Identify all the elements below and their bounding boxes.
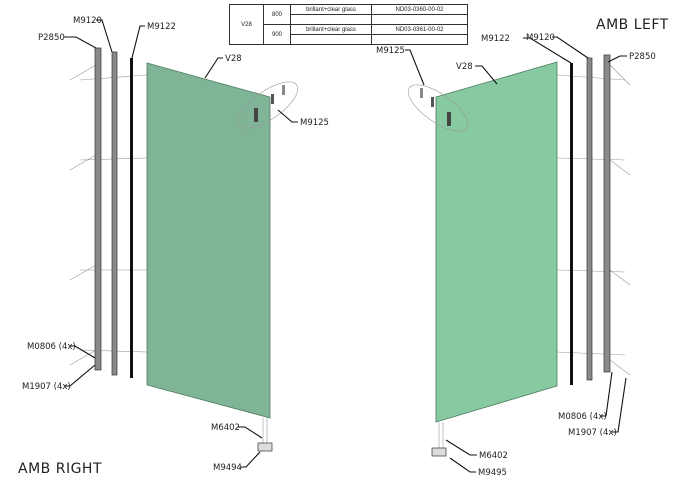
label-v28: V28 xyxy=(456,62,473,72)
label-m1907: M1907 (4x) xyxy=(22,382,71,392)
hinge-part xyxy=(282,85,285,95)
label-v28: V28 xyxy=(225,54,242,64)
profile-m9120 xyxy=(586,57,593,381)
view-title-amb-right: AMB RIGHT xyxy=(18,461,102,477)
glass-panel-v28 xyxy=(435,61,558,423)
seal-m9122 xyxy=(130,58,133,378)
label-m9122: M9122 xyxy=(147,22,176,32)
profile-m9120 xyxy=(111,51,118,376)
label-m0806: M0806 (4x) xyxy=(558,412,607,422)
amb-left-view: M9122 M9120 P2850 M9125 V28 M0806 (4x) M… xyxy=(376,17,669,478)
seal-m9122 xyxy=(570,63,573,385)
label-m9120: M9120 xyxy=(73,16,102,26)
bottom-guide-m9495 xyxy=(431,447,447,457)
label-m9125: M9125 xyxy=(376,46,405,56)
hinge-part xyxy=(271,94,274,104)
hinge-part xyxy=(420,88,423,98)
spec-size: 900 xyxy=(263,24,291,45)
label-m1907: M1907 (4x) xyxy=(568,428,617,438)
label-p2850: P2850 xyxy=(38,33,65,43)
glass-panel-v28 xyxy=(146,62,271,419)
label-m9495: M9495 xyxy=(478,468,507,478)
bottom-guide-m9494 xyxy=(257,442,273,452)
profile-p2850 xyxy=(94,47,102,371)
amb-right-view: P2850 M9120 M9122 V28 M9125 M0806 (4x) M… xyxy=(18,16,329,477)
label-p2850: P2850 xyxy=(629,52,656,62)
spec-table: V28 800 brillant+clear glass ND03-0360-0… xyxy=(229,4,468,45)
label-m6402: M6402 xyxy=(211,423,240,433)
view-title-amb-left: AMB LEFT xyxy=(596,17,669,33)
hinge-part xyxy=(254,108,258,122)
label-m9122: M9122 xyxy=(481,34,510,44)
label-m6402: M6402 xyxy=(479,451,508,461)
label-m9494: M9494 xyxy=(213,463,242,473)
hinge-part xyxy=(431,97,434,107)
spec-model: V28 xyxy=(229,4,264,45)
label-m9125: M9125 xyxy=(300,118,329,128)
hinge-part xyxy=(447,112,451,126)
profile-p2850 xyxy=(603,54,611,373)
label-m9120: M9120 xyxy=(526,33,555,43)
label-m0806: M0806 (4x) xyxy=(27,342,76,352)
